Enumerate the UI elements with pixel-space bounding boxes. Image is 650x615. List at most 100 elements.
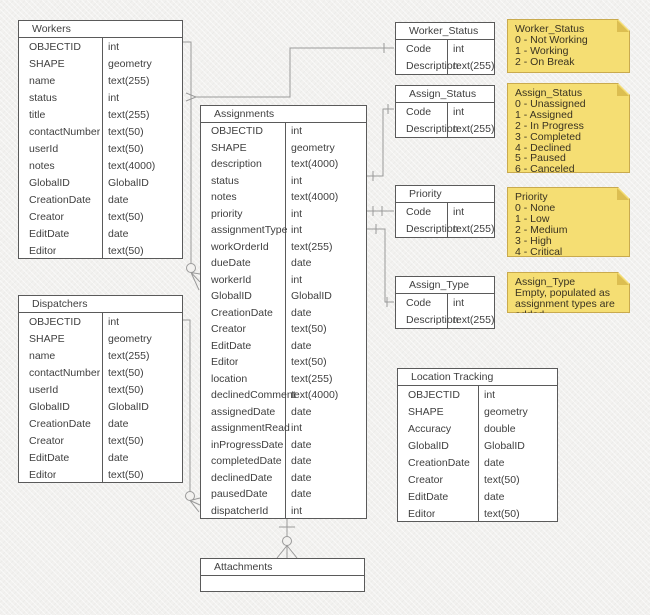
connector-workers-assignments (183, 41, 201, 291)
field-name: assignmentRead (211, 422, 290, 435)
field-type: text(50) (108, 468, 144, 481)
entity-table-attachments[interactable]: Attachments (200, 558, 365, 592)
field-type: text(50) (108, 210, 144, 223)
field-type: int (291, 273, 303, 286)
field-type: text(50) (108, 142, 144, 155)
field-name: OBJECTID (29, 315, 81, 328)
field-name: GlobalID (29, 176, 70, 189)
note-text-line: Empty, populated as assignment types are… (515, 286, 615, 321)
note-text-line: 6 - Canceled (515, 163, 575, 176)
field-type: GlobalID (108, 176, 149, 189)
field-name: Description (406, 123, 459, 136)
field-name: userId (29, 142, 59, 155)
field-name: notes (211, 191, 237, 204)
column-divider (102, 313, 103, 482)
field-name: Editor (408, 507, 436, 520)
field-type: text(255) (108, 349, 150, 362)
field-type: text(50) (108, 434, 144, 447)
note-text-line: Worker_Status (515, 23, 585, 35)
column-divider (447, 103, 448, 137)
note-text-line: 1 - Assigned (515, 108, 573, 121)
connector-dispatchers-assignments (183, 319, 201, 513)
field-type: geometry (484, 405, 528, 418)
field-type: date (108, 227, 129, 240)
field-name: declinedComment (211, 389, 296, 402)
field-name: Editor (29, 244, 57, 257)
note-text-line: 2 - In Progress (515, 119, 584, 132)
field-type: text(4000) (108, 159, 156, 172)
field-name: completedDate (211, 455, 282, 468)
field-name: Editor (29, 468, 57, 481)
note-text-line: 2 - Medium (515, 223, 568, 236)
field-type: text(255) (453, 314, 495, 327)
connector-assignments-assigntype (367, 224, 394, 307)
field-name: CreationDate (29, 193, 91, 206)
field-name: pausedDate (211, 488, 268, 501)
field-name: GlobalID (211, 290, 252, 303)
field-type: int (453, 42, 465, 55)
note-text-line: 0 - Not Working (515, 33, 588, 46)
field-type: int (291, 224, 303, 237)
field-type: date (291, 455, 312, 468)
field-name: CreationDate (211, 306, 273, 319)
field-name: name (29, 349, 56, 362)
field-type: date (108, 193, 129, 206)
field-type: int (108, 315, 120, 328)
field-row: completedDate date (201, 453, 366, 470)
field-name: status (29, 91, 58, 104)
table-title-priority: Priority (396, 186, 494, 203)
field-type: text(50) (484, 473, 520, 486)
field-name: EditDate (211, 339, 252, 352)
field-name: Creator (408, 473, 444, 486)
field-name: Editor (211, 356, 239, 369)
table-title-attachments: Attachments (201, 559, 364, 576)
field-name: declinedDate (211, 471, 273, 484)
column-divider (447, 40, 448, 74)
column-divider (447, 294, 448, 328)
field-type: int (453, 105, 465, 118)
table-title-assign-type: Assign_Type (396, 277, 494, 294)
field-name: description (211, 158, 262, 171)
field-type: text(255) (108, 74, 150, 87)
field-name: dispatcherId (211, 504, 269, 517)
field-name: SHAPE (29, 57, 65, 70)
field-row: name text(255) (19, 347, 182, 364)
field-type: text(4000) (291, 389, 339, 402)
field-name: SHAPE (29, 332, 65, 345)
field-name: Description (406, 314, 459, 327)
